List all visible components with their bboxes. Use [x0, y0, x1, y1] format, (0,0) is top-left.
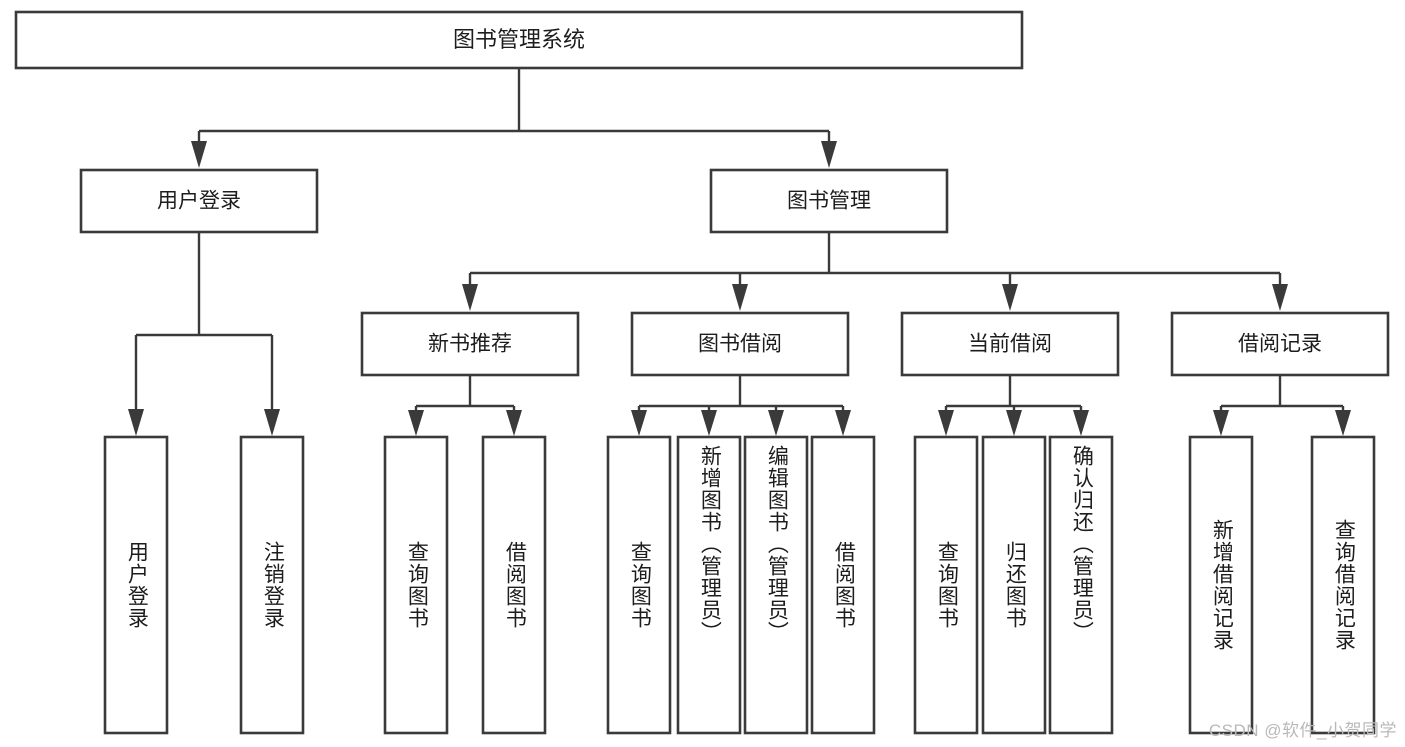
node-book-borrow-label: 图书借阅	[698, 333, 782, 356]
arrowhead-borrow-record	[1272, 284, 1288, 311]
arrowhead-leaf-add-book	[701, 410, 717, 436]
arrowhead-leaf-borrow-book-1	[506, 410, 522, 436]
node-book-borrow[interactable]	[630, 311, 850, 377]
node-leaf-query-book-2[interactable]	[606, 435, 672, 735]
node-borrow-record-label: 借阅记录	[1238, 333, 1322, 356]
arrowhead-leaf-query-book-1	[408, 410, 424, 436]
node-leaf-borrow-book-2[interactable]	[810, 435, 876, 735]
arrowhead-leaf-add-record	[1213, 410, 1229, 436]
node-leaf-query-book-1[interactable]	[383, 435, 449, 735]
node-leaf-return-book[interactable]	[981, 435, 1047, 735]
node-leaf-add-book[interactable]	[676, 435, 742, 735]
node-current-borrow[interactable]	[900, 311, 1120, 377]
node-root[interactable]	[14, 10, 1024, 70]
arrowhead-leaf-edit-book	[768, 410, 784, 436]
arrowhead-current-borrow	[1002, 284, 1018, 311]
node-user-login[interactable]	[79, 168, 319, 234]
arrowhead-leaf-user-logout	[264, 409, 280, 436]
node-leaf-confirm-return[interactable]	[1048, 435, 1114, 735]
node-leaf-query-book-3[interactable]	[913, 435, 979, 735]
arrowhead-book-borrow	[732, 284, 748, 311]
node-leaf-user-logout[interactable]	[239, 435, 305, 735]
arrowhead-leaf-query-book-2	[631, 410, 647, 436]
arrowhead-user-login	[191, 141, 207, 168]
node-root-label: 图书管理系统	[453, 27, 585, 52]
arrowhead-leaf-borrow-book-2	[835, 410, 851, 436]
arrowhead-new-book-rec	[462, 284, 478, 311]
node-current-borrow-label: 当前借阅	[968, 333, 1052, 356]
arrowhead-leaf-return-book	[1006, 410, 1022, 436]
connectors-layer	[128, 68, 1351, 436]
node-leaf-add-record[interactable]	[1188, 435, 1254, 735]
arrowhead-leaf-confirm-return	[1073, 410, 1089, 436]
arrowhead-leaf-query-book-3	[938, 410, 954, 436]
csdn-watermark: CSDN @软件_小贺同学	[1208, 721, 1397, 740]
arrowhead-book-manage	[821, 141, 837, 168]
nodes-layer: 图书管理系统 用户登录 图书管理 新书推荐 图书借阅 当前借阅 借阅记录	[14, 10, 1390, 735]
node-borrow-record[interactable]	[1170, 311, 1390, 377]
node-user-login-label: 用户登录	[157, 190, 241, 213]
arrowhead-leaf-user-login	[128, 409, 144, 436]
node-leaf-query-record[interactable]	[1310, 435, 1376, 735]
node-leaf-edit-book[interactable]	[743, 435, 809, 735]
node-new-book-rec[interactable]	[360, 311, 580, 377]
arrowhead-leaf-query-record	[1335, 410, 1351, 436]
node-leaf-user-login[interactable]	[103, 435, 169, 735]
node-leaf-borrow-book-1[interactable]	[481, 435, 547, 735]
node-book-manage[interactable]	[709, 168, 949, 234]
node-book-manage-label: 图书管理	[787, 190, 871, 213]
node-new-book-rec-label: 新书推荐	[428, 333, 512, 356]
